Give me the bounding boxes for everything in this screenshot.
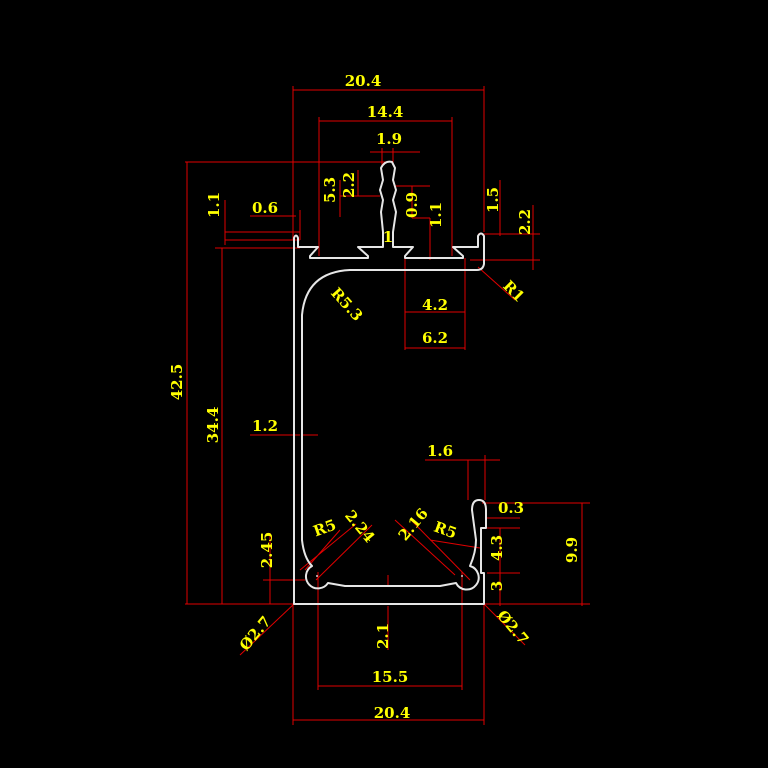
dim-wall-thickness: 1.2 <box>252 417 278 435</box>
dim-left-bottom-height: 2.45 <box>258 532 276 569</box>
aluminum-profile <box>293 160 487 605</box>
dim-notch-bottom: 3 <box>488 581 506 591</box>
dim-stem-width: 1.9 <box>376 130 402 148</box>
profile-outline <box>293 160 487 605</box>
dim-stem-barb: 2.2 <box>340 172 358 198</box>
dim-left-offset: 2.24 <box>341 507 378 547</box>
dim-radius-right: R5 <box>432 518 460 543</box>
dim-left-lip-width: 0.6 <box>252 199 278 217</box>
dimension-labels: 20.4 14.4 1.9 5.3 2.2 0.9 1.1 0.6 1 1.1 … <box>168 72 581 722</box>
dim-base-thickness: 2.1 <box>374 623 392 649</box>
dim-flange-thickness: 1.1 <box>427 202 445 228</box>
dim-overall-width-bottom: 20.4 <box>374 704 411 722</box>
dim-inner-radius: R5.3 <box>327 284 366 325</box>
dim-stem-thickness: 1 <box>383 228 393 246</box>
dim-right-lip-height: 1.5 <box>484 187 502 213</box>
dim-notch-height: 4.3 <box>488 535 506 561</box>
dimension-lines <box>185 86 590 725</box>
dim-inner-width-top: 14.4 <box>367 103 404 121</box>
dim-stem-neck: 0.9 <box>403 192 421 218</box>
dim-right-top-height: 2.2 <box>516 209 534 235</box>
dim-hole-left: Ø2.7 <box>236 613 275 655</box>
dim-left-lip-height: 1.1 <box>205 192 223 218</box>
dim-right-tip: 0.3 <box>498 499 524 517</box>
dim-right-wall-width: 1.6 <box>427 442 453 460</box>
dim-body-height: 34.4 <box>204 407 222 444</box>
dim-stem-height: 5.3 <box>321 177 339 203</box>
dim-hole-spacing: 15.5 <box>372 668 409 686</box>
hole-center-right <box>461 575 463 577</box>
dim-overall-width-top: 20.4 <box>345 72 382 90</box>
dim-slot-inner: 4.2 <box>422 296 448 314</box>
dim-slot-outer: 6.2 <box>422 329 448 347</box>
dim-right-height: 9.9 <box>563 537 581 563</box>
dim-overall-height: 42.5 <box>168 364 186 401</box>
hole-center-left <box>316 575 318 577</box>
dim-hole-right: Ø2.7 <box>493 607 532 649</box>
dim-corner-radius: R1 <box>499 277 528 306</box>
